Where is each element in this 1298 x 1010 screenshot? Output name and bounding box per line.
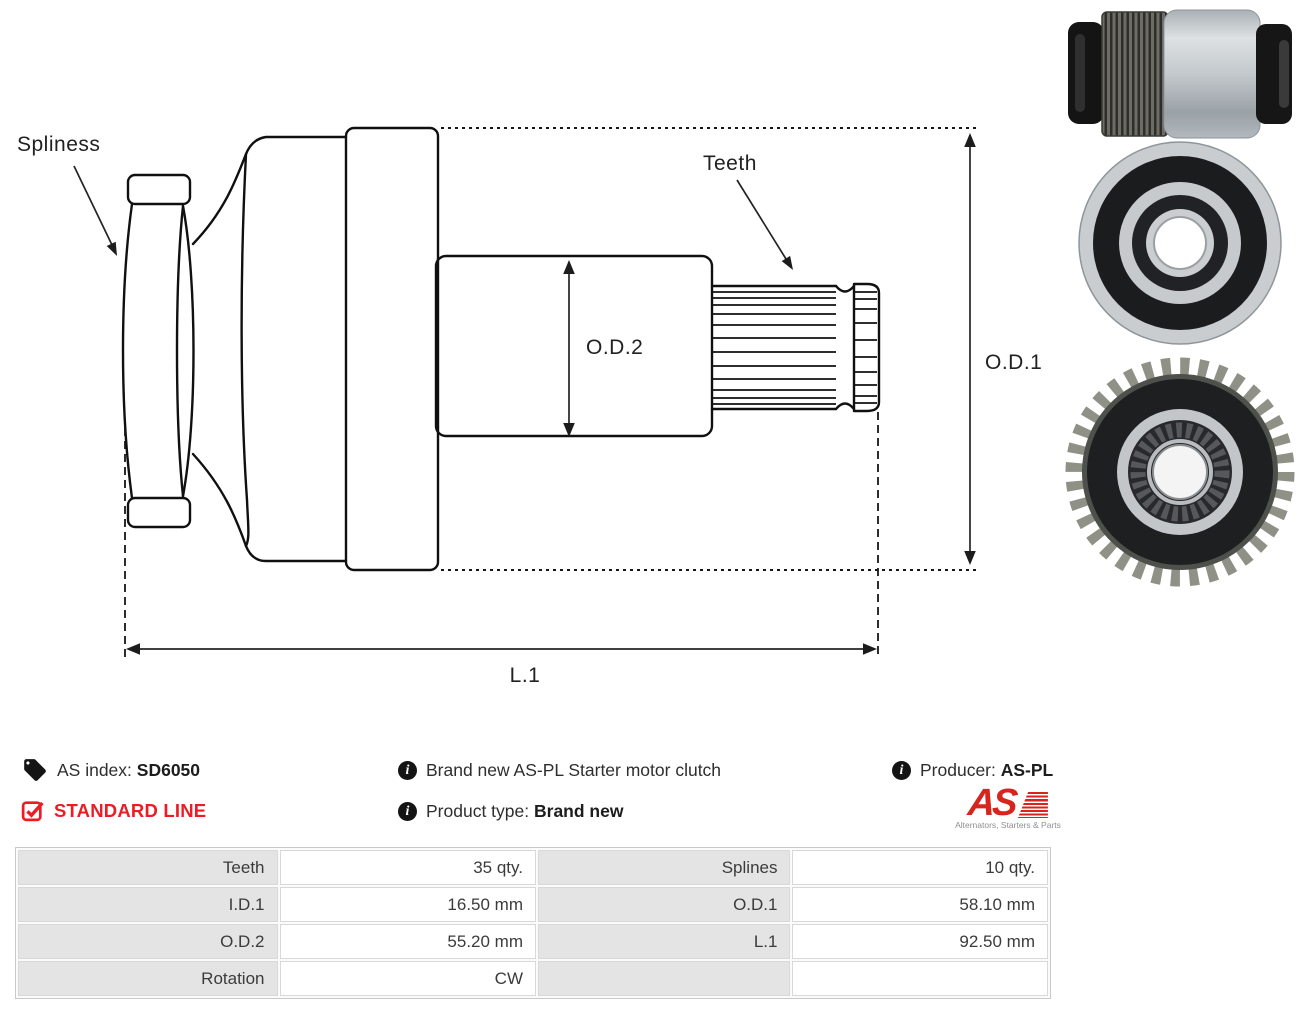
- spec-label-cell: O.D.2: [18, 924, 278, 959]
- checkbox-icon: [21, 801, 44, 822]
- spec-label-cell: L.1: [538, 924, 791, 959]
- spec-label-cell: Teeth: [18, 850, 278, 885]
- spec-row: Teeth 35 qty. Splines 10 qty.: [18, 850, 1048, 885]
- collar-teeth-lines: [855, 291, 877, 404]
- callout-teeth: Teeth: [703, 152, 793, 270]
- spline-collar: [121, 173, 195, 529]
- as-index-label: AS index:: [57, 759, 132, 780]
- spec-value-cell: 55.20 mm: [279, 924, 536, 959]
- spec-value-cell: 10 qty.: [792, 850, 1048, 885]
- producer-label: Producer:: [920, 760, 996, 780]
- spec-value-cell: 58.10 mm: [792, 887, 1048, 922]
- spec-label-cell: Rotation: [18, 961, 278, 996]
- product-type-row: i Product type: Brand new: [398, 801, 623, 822]
- as-pl-logo: AS Alternators, Starters & Parts: [948, 782, 1068, 830]
- product-type-value: Brand new: [534, 801, 624, 821]
- dimension-l1: L.1: [124, 412, 879, 687]
- spliness-label: Spliness: [17, 133, 100, 156]
- teeth-label: Teeth: [703, 152, 757, 175]
- technical-drawing: O.D.2 Teeth Spliness O.D.1: [17, 126, 1042, 687]
- as-index-value: SD6050: [136, 759, 201, 780]
- producer-row: i Producer: AS-PL: [892, 760, 1053, 781]
- description-row: i Brand new AS-PL Starter motor clutch: [398, 760, 721, 781]
- spec-row: Rotation CW: [18, 961, 1048, 996]
- od1-label: O.D.1: [985, 351, 1042, 374]
- callout-spliness: Spliness: [17, 133, 117, 256]
- dimension-od1: O.D.1: [441, 127, 1042, 571]
- spec-table: Teeth 35 qty. Splines 10 qty. I.D.1 16.5…: [15, 847, 1051, 999]
- spec-label-cell: [538, 961, 791, 996]
- spline-teeth-lines: [712, 291, 836, 405]
- product-type-label: Product type:: [426, 801, 530, 821]
- info-icon: i: [398, 761, 417, 780]
- photo-front-view: [1078, 141, 1282, 345]
- od2-label: O.D.2: [586, 336, 643, 359]
- as-logo-tagline: Alternators, Starters & Parts: [955, 820, 1061, 830]
- as-index-row: AS index: SD6050: [22, 757, 200, 783]
- spline-shaft: [710, 282, 881, 413]
- spec-label-cell: O.D.1: [538, 887, 791, 922]
- spec-row: O.D.2 55.20 mm L.1 92.50 mm: [18, 924, 1048, 959]
- producer-text: Producer: AS-PL: [920, 760, 1053, 781]
- l1-label: L.1: [510, 664, 541, 687]
- photo-gear-view: [1065, 357, 1295, 587]
- spec-row: I.D.1 16.50 mm O.D.1 58.10 mm: [18, 887, 1048, 922]
- clutch-housing: [191, 126, 440, 572]
- producer-value: AS-PL: [1000, 760, 1054, 780]
- spec-value-cell: 35 qty.: [279, 850, 536, 885]
- standard-line-row: STANDARD LINE: [20, 798, 206, 823]
- barrel-cylinder: [434, 254, 714, 438]
- spec-value-cell: 92.50 mm: [792, 924, 1048, 959]
- as-logo-text: AS: [966, 782, 1017, 824]
- description-text: Brand new AS-PL Starter motor clutch: [426, 760, 722, 780]
- dimension-od2: O.D.2: [563, 260, 643, 437]
- spec-value-cell: 16.50 mm: [279, 887, 536, 922]
- standard-line-badge: STANDARD LINE: [54, 799, 207, 821]
- product-type-text: Product type: Brand new: [426, 801, 623, 822]
- spec-label-cell: I.D.1: [18, 887, 278, 922]
- info-icon: i: [398, 802, 417, 821]
- info-icon: i: [892, 761, 911, 780]
- as-index-text: AS index: SD6050: [57, 760, 200, 781]
- spec-value-cell: [792, 961, 1048, 996]
- tag-icon: [24, 759, 46, 781]
- spec-label-cell: Splines: [538, 850, 791, 885]
- photo-side-view: [1068, 9, 1292, 139]
- as-logo-stripes-icon: [1017, 792, 1048, 818]
- product-photos: [1065, 9, 1295, 587]
- spec-value-cell: CW: [279, 961, 536, 996]
